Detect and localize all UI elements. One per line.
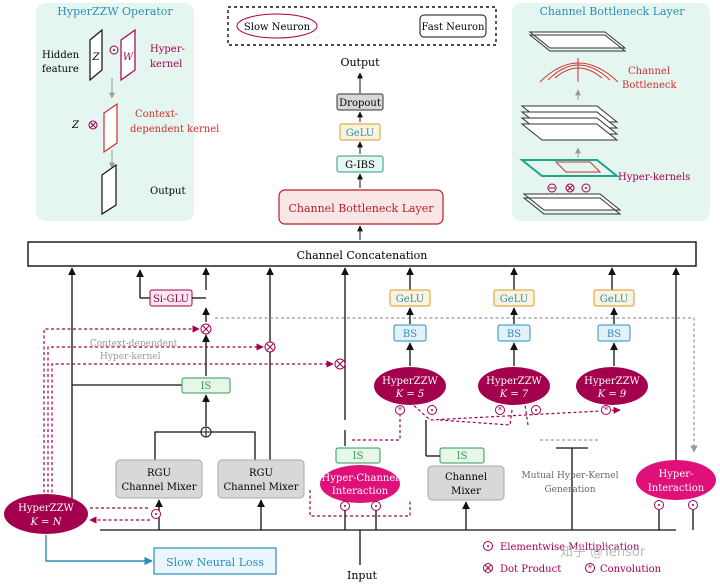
cm-label-2: Mixer xyxy=(451,486,481,497)
hidden-feature-label-2: feature xyxy=(42,64,79,75)
branch-op-icons: * * * xyxy=(395,405,611,415)
z-label: Z xyxy=(92,52,101,63)
hyperzzw-n-l1: HyperZZW xyxy=(18,503,74,514)
top-stack: Output Dropout GeLU G-IBS Channel Bottle… xyxy=(278,56,444,240)
hyperzzw-k5-l1: HyperZZW xyxy=(382,376,438,387)
rgu2-label: RGU xyxy=(249,468,273,479)
watermark: 知乎 @Tensor xyxy=(560,544,646,560)
output-plane xyxy=(101,163,117,216)
hi-label-2: Interaction xyxy=(648,483,705,494)
gelu-k5-label: GeLU xyxy=(396,294,424,305)
hyperzzw-k9-l2: K = 9 xyxy=(597,389,627,400)
bottom-legend: Elementwise Multiplication Dot Product *… xyxy=(483,541,662,575)
hyper-kernel-label: Hyper- xyxy=(150,44,185,55)
dot-product-icon xyxy=(88,120,98,130)
branch-k7: GeLU BS HyperZZW K = 7 xyxy=(478,289,550,405)
left-branch: Si-GLU IS RGU Channel Mixer RGU Channel … xyxy=(72,269,346,530)
bottleneck-label: Bottleneck xyxy=(622,80,677,91)
hyperzzw-k7-l2: K = 7 xyxy=(499,389,529,400)
hyperkernel-routes xyxy=(43,325,621,524)
legend-dot: Dot Product xyxy=(500,564,561,575)
neuron-legend: Slow Neuron Fast Neuron xyxy=(227,6,497,46)
channel-mixer: IS Channel Mixer xyxy=(425,420,505,530)
channel-bottleneck-layer-box xyxy=(278,189,444,225)
hyperzzw-k9-l1: HyperZZW xyxy=(584,376,640,387)
bottleneck-panel: Channel Bottleneck Layer Channel Bottlen… xyxy=(512,3,710,221)
context-label: Context- xyxy=(135,109,178,120)
context-dependent-label: Context-dependent xyxy=(90,339,178,349)
siglu-label: Si-GLU xyxy=(153,294,189,305)
hyper-kernel-label-3: Hyper-kernel xyxy=(100,352,161,362)
rgu2-label-2: Channel Mixer xyxy=(223,482,298,493)
hyper-channel-interaction: IS Hyper-Channel Interaction xyxy=(320,430,400,511)
operator-title: HyperZZW Operator xyxy=(57,5,173,18)
elementwise-icon xyxy=(109,45,119,55)
hc-label-2: Interaction xyxy=(332,486,389,497)
hyperzzw-k7-l1: HyperZZW xyxy=(486,376,542,387)
slow-neural-loss: Slow Neural Loss xyxy=(45,535,277,575)
z-plane xyxy=(89,28,103,82)
rgu1-label-2: Channel Mixer xyxy=(121,482,196,493)
gray-route xyxy=(215,317,698,453)
z-label-2: Z xyxy=(71,120,80,131)
cm-is-label: IS xyxy=(457,451,468,462)
bs-k5-label: BS xyxy=(403,329,417,340)
concat-label: Channel Concatenation xyxy=(297,249,428,262)
operator-output-label: Output xyxy=(150,186,186,197)
cbl-label: Channel Bottleneck Layer xyxy=(288,202,434,215)
hyperzzw-k5-l2: K = 5 xyxy=(395,389,425,400)
slow-loss-label: Slow Neural Loss xyxy=(166,556,264,569)
top-gelu-label: GeLU xyxy=(346,128,374,139)
hyper-interaction: Hyper- Interaction xyxy=(636,460,716,510)
svg-text:*: * xyxy=(604,406,608,415)
w-label: W xyxy=(123,52,134,63)
mutual-hyper-kernel: Mutual Hyper-Kernel Generation xyxy=(521,447,619,530)
branch-k5: GeLU BS HyperZZW K = 5 xyxy=(374,289,446,405)
svg-text:*: * xyxy=(398,406,402,415)
cm-label: Channel xyxy=(445,472,487,483)
rgu1-label: RGU xyxy=(147,468,171,479)
gibs-label: G-IBS xyxy=(345,160,375,171)
hidden-feature-label: Hidden xyxy=(42,50,80,61)
mhk-label-2: Generation xyxy=(544,485,595,495)
gelu-k7-label: GeLU xyxy=(500,294,528,305)
hyperzzw-operator-panel: HyperZZW Operator Hidden feature Z W Hyp… xyxy=(36,3,219,221)
w-plane xyxy=(120,28,136,82)
bottleneck-title: Channel Bottleneck Layer xyxy=(539,5,685,18)
context-label-2: dependent kernel xyxy=(130,124,219,135)
hyper-kernel-label-2: kernel xyxy=(150,59,182,70)
left-is-label: IS xyxy=(201,381,212,392)
fast-neuron-label: Fast Neuron xyxy=(422,22,485,33)
context-kernel-plane xyxy=(103,102,118,154)
mhk-label: Mutual Hyper-Kernel xyxy=(521,471,618,481)
top-output-label: Output xyxy=(340,56,380,69)
hi-label: Hyper- xyxy=(659,469,694,480)
branch-k9: GeLU BS HyperZZW K = 9 xyxy=(576,289,648,405)
channel-label: Channel xyxy=(628,66,670,77)
slow-neuron-label: Slow Neuron xyxy=(244,22,311,33)
svg-text:*: * xyxy=(588,564,592,573)
dropout-label: Dropout xyxy=(339,98,381,109)
channel-concatenation-box xyxy=(27,241,697,267)
bs-k9-label: BS xyxy=(607,329,621,340)
hyperzzw-kn: HyperZZW K = N xyxy=(4,494,161,534)
input-trunk: Input xyxy=(100,510,694,582)
hyperzzw-n-l2: K = N xyxy=(30,517,63,528)
input-label: Input xyxy=(347,569,378,582)
legend-elementwise: Elementwise Multiplication xyxy=(500,542,640,553)
hc-label: Hyper-Channel xyxy=(322,473,399,484)
legend-conv: Convolution xyxy=(600,564,662,575)
hyper-kernels-label: Hyper-kernels xyxy=(618,172,690,183)
bs-k7-label: BS xyxy=(507,329,521,340)
hc-is-label: IS xyxy=(353,451,364,462)
gelu-k9-label: GeLU xyxy=(600,294,628,305)
svg-text:*: * xyxy=(498,406,502,415)
